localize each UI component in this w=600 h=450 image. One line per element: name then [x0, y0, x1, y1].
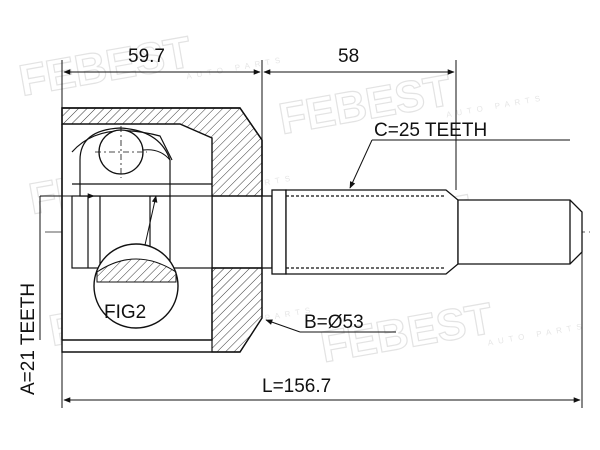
dimension-59-7: 59.7 [128, 46, 165, 67]
dimension-total [61, 252, 583, 408]
dimension-58: 58 [338, 46, 359, 67]
abs-ring-leader [265, 319, 396, 333]
abs-ring-label: B=Ø53 [304, 312, 364, 333]
dimension-total-label: L=156.7 [262, 376, 331, 397]
spline-a-label: A=21 TEETH [18, 283, 39, 395]
spline-c-label: C=25 TEETH [374, 120, 487, 141]
watermark-tagline-6: AUTO PARTS [487, 321, 587, 347]
watermark-brand-6: FEBEST [317, 294, 497, 372]
ball-element [95, 126, 171, 178]
dimension-top [61, 60, 457, 190]
fig2-detail: FIG2 [93, 195, 179, 329]
watermark-tagline-1: AUTO PARTS [186, 55, 286, 81]
spline-c-leader [349, 139, 570, 189]
stub-shaft [261, 189, 583, 275]
lower-housing-hatch [211, 267, 263, 353]
fig2-label: FIG2 [104, 302, 146, 323]
watermark-brand-1: FEBEST [16, 27, 196, 105]
spline-a-arrow [39, 193, 95, 340]
watermark-tagline-2: AUTO PARTS [445, 93, 545, 119]
